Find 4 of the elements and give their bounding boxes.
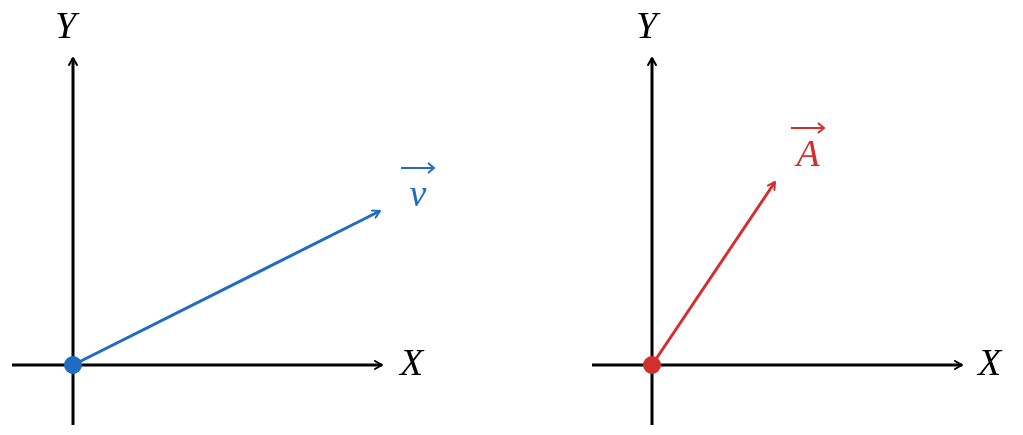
axis-label: X [400, 343, 424, 381]
vector-label: A [796, 134, 820, 172]
axis-label: X [978, 343, 1002, 381]
vector-label: v [409, 174, 427, 212]
